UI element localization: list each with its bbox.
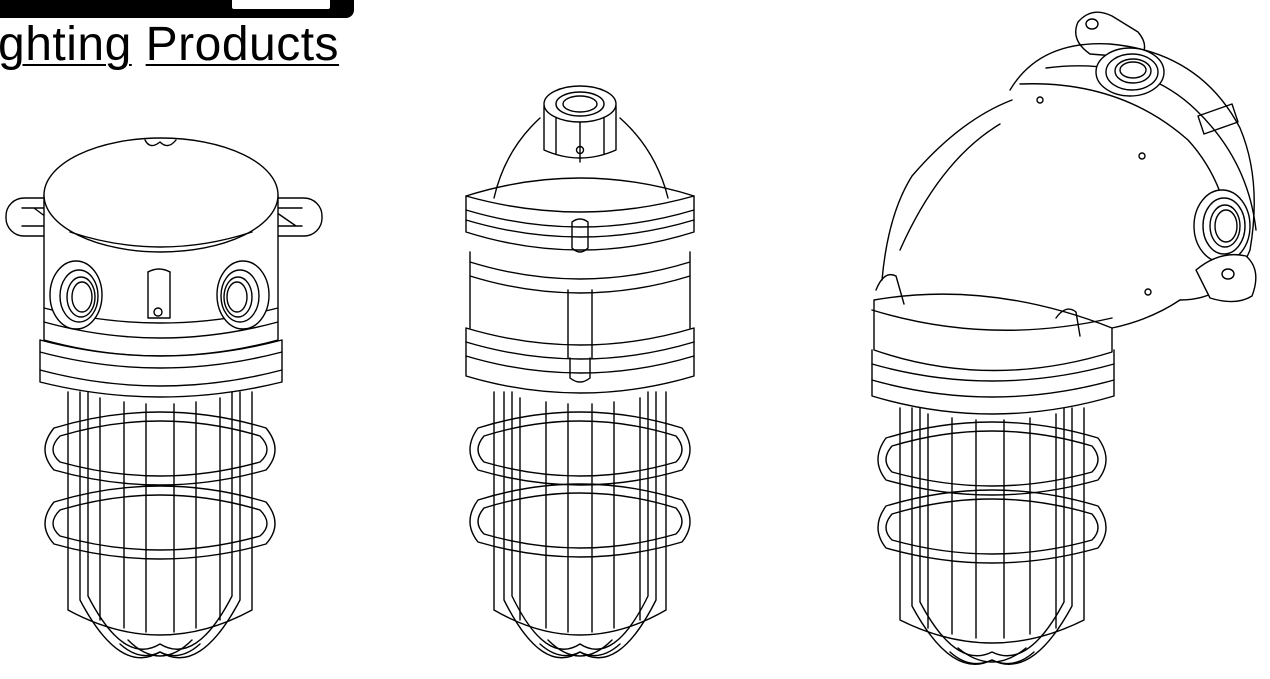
brand-banner [0, 0, 354, 18]
front-box-lid [44, 138, 278, 252]
brand-title: ghting Products [0, 15, 339, 75]
side-hex-hub [544, 86, 616, 162]
brand-word-1: ghting [0, 18, 132, 71]
side-view-fixture [466, 86, 694, 658]
front-conduit-hub-left [50, 261, 102, 329]
front-view-fixture [6, 138, 322, 658]
angled-hub-top [1096, 48, 1164, 96]
brand-word-2: Products [145, 18, 340, 71]
angled-mounting-ear-bottom [1196, 255, 1256, 302]
front-conduit-hub-right [217, 261, 269, 329]
angled-view-fixture [872, 12, 1256, 664]
brand-banner-notch [232, 0, 330, 9]
angled-hub-side [1194, 190, 1250, 262]
